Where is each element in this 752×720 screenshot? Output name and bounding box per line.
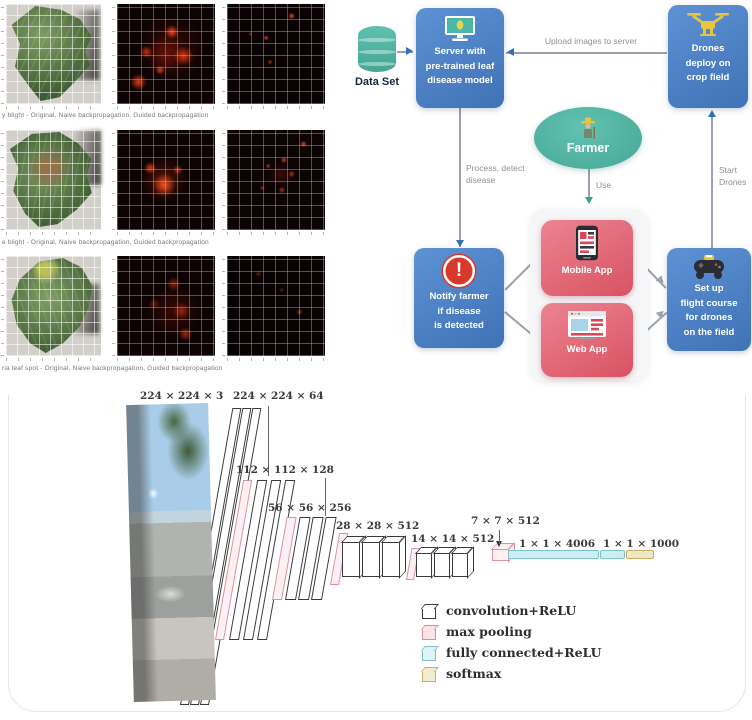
edge-drones-server [506, 52, 667, 54]
edge-label-use: Use [596, 180, 612, 190]
legend-label: fully connected+ReLU [446, 645, 602, 660]
arrowhead-down-icon [495, 541, 502, 551]
input-street-photo [126, 402, 216, 703]
plot-grid [227, 256, 325, 356]
layer-dim-label: 14 × 14 × 512 [411, 533, 495, 545]
edge-server-notify [459, 108, 461, 247]
alert-icon: ! [443, 255, 475, 287]
web-browser-icon [568, 311, 606, 340]
edge-setup-drones [711, 112, 713, 248]
label-pointer-line [268, 406, 269, 476]
arrowhead-right-icon [406, 46, 417, 55]
row-caption: ria leaf spot - Original, Naive backprop… [2, 365, 223, 372]
server-box-label: Server with pre-trained leaf disease mod… [425, 46, 495, 87]
conv-layer-cube [382, 541, 400, 577]
layer-dim-label: 1 × 1 × 4006 [519, 538, 596, 550]
mobile-app-label: Mobile App [561, 265, 613, 276]
server-box: Server with pre-trained leaf disease mod… [416, 8, 504, 108]
legend-label: softmax [446, 666, 502, 681]
web-app-box: Web App [541, 303, 633, 377]
mobile-app-box: Mobile App [541, 220, 633, 296]
farmer-label: Farmer [566, 141, 610, 155]
plot-grid [227, 4, 325, 104]
game-controller-icon [694, 255, 724, 279]
drones-box-label: Drones deploy on crop field [685, 43, 731, 84]
conv-layer-cube [342, 541, 360, 577]
conv-layer-cube [452, 552, 468, 577]
original-leaf-panel-row2 [1, 130, 101, 235]
guided-backprop-heatmap-row1 [222, 4, 325, 109]
plot-grid [227, 130, 325, 230]
layer-dim-label: 112 × 112 × 128 [236, 464, 334, 476]
layer-dim-label: 1 × 1 × 1000 [603, 538, 680, 550]
web-app-label: Web App [566, 344, 608, 355]
naive-backprop-heatmap-row2 [112, 130, 215, 235]
notify-box: ! Notify farmer if disease is detected [414, 248, 504, 348]
naive-backprop-heatmap-row1 [112, 4, 215, 109]
arrowhead-down-green-icon [584, 197, 593, 208]
drones-box: Drones deploy on crop field [668, 5, 748, 108]
notify-box-label: Notify farmer if disease is detected [429, 291, 489, 332]
layer-dim-label: 7 × 7 × 512 [471, 515, 540, 527]
arrowhead-up-icon [707, 106, 716, 117]
row-caption: e blight - Original, Naive backpropagati… [2, 239, 209, 246]
fully-connected-cube-icon [422, 650, 436, 661]
dataset-label: Data Set [354, 76, 400, 88]
setup-flight-box: Set up flight course for drones on the f… [667, 248, 751, 351]
plot-grid [6, 130, 101, 230]
plot-grid [6, 4, 101, 104]
arrowhead-down-icon [455, 240, 464, 251]
original-leaf-panel-row1 [1, 4, 101, 109]
farmer-icon [581, 117, 595, 139]
legend-label: convolution+ReLU [446, 603, 577, 618]
cnn-diagram-card [8, 395, 746, 712]
database-icon [358, 26, 396, 72]
conv-layer-cube [434, 552, 450, 577]
edge-dataset-server [397, 51, 413, 53]
layer-dim-label: 224 × 224 × 64 [233, 390, 324, 402]
convolution-cube-icon [422, 608, 436, 619]
edge-label-process: Process, detect disease [466, 163, 525, 185]
fc-layer-bar [600, 550, 625, 559]
layer-dim-label: 224 × 224 × 3 [140, 390, 224, 402]
naive-backprop-heatmap-row3 [112, 256, 215, 361]
guided-backprop-heatmap-row2 [222, 130, 325, 235]
layer-dim-label: 28 × 28 × 512 [336, 520, 420, 532]
plot-grid [6, 256, 101, 356]
arrowhead-left-icon [503, 47, 514, 56]
softmax-cube-icon [422, 671, 436, 682]
conv-layer-cube [416, 552, 432, 577]
plot-grid [117, 256, 215, 356]
farmer-ellipse: Farmer [534, 107, 642, 169]
edge-farmer-apps [588, 169, 590, 202]
drone-icon [687, 13, 729, 36]
mobile-phone-icon [576, 225, 598, 261]
label-pointer-line [325, 478, 326, 516]
row-caption: y blight - Original, Naive backpropagati… [2, 112, 209, 119]
softmax-layer-bar [626, 550, 654, 559]
original-leaf-panel-row3 [1, 256, 101, 361]
edge-label-start-drones: Start Drones [719, 165, 747, 187]
plot-grid [117, 130, 215, 230]
fc-layer-bar [508, 550, 599, 559]
plot-grid [117, 4, 215, 104]
label-pointer-line [499, 530, 500, 544]
edge-label-upload: Upload images to server [544, 36, 638, 46]
legend-label: max pooling [446, 624, 532, 639]
setup-flight-box-label: Set up flight course for drones on the f… [680, 283, 738, 339]
layer-dim-label: 56 × 56 × 256 [268, 502, 352, 514]
conv-layer-cube [362, 541, 380, 577]
maxpool-cube-icon [422, 629, 436, 640]
server-monitor-icon [445, 16, 475, 41]
guided-backprop-heatmap-row3 [222, 256, 325, 361]
